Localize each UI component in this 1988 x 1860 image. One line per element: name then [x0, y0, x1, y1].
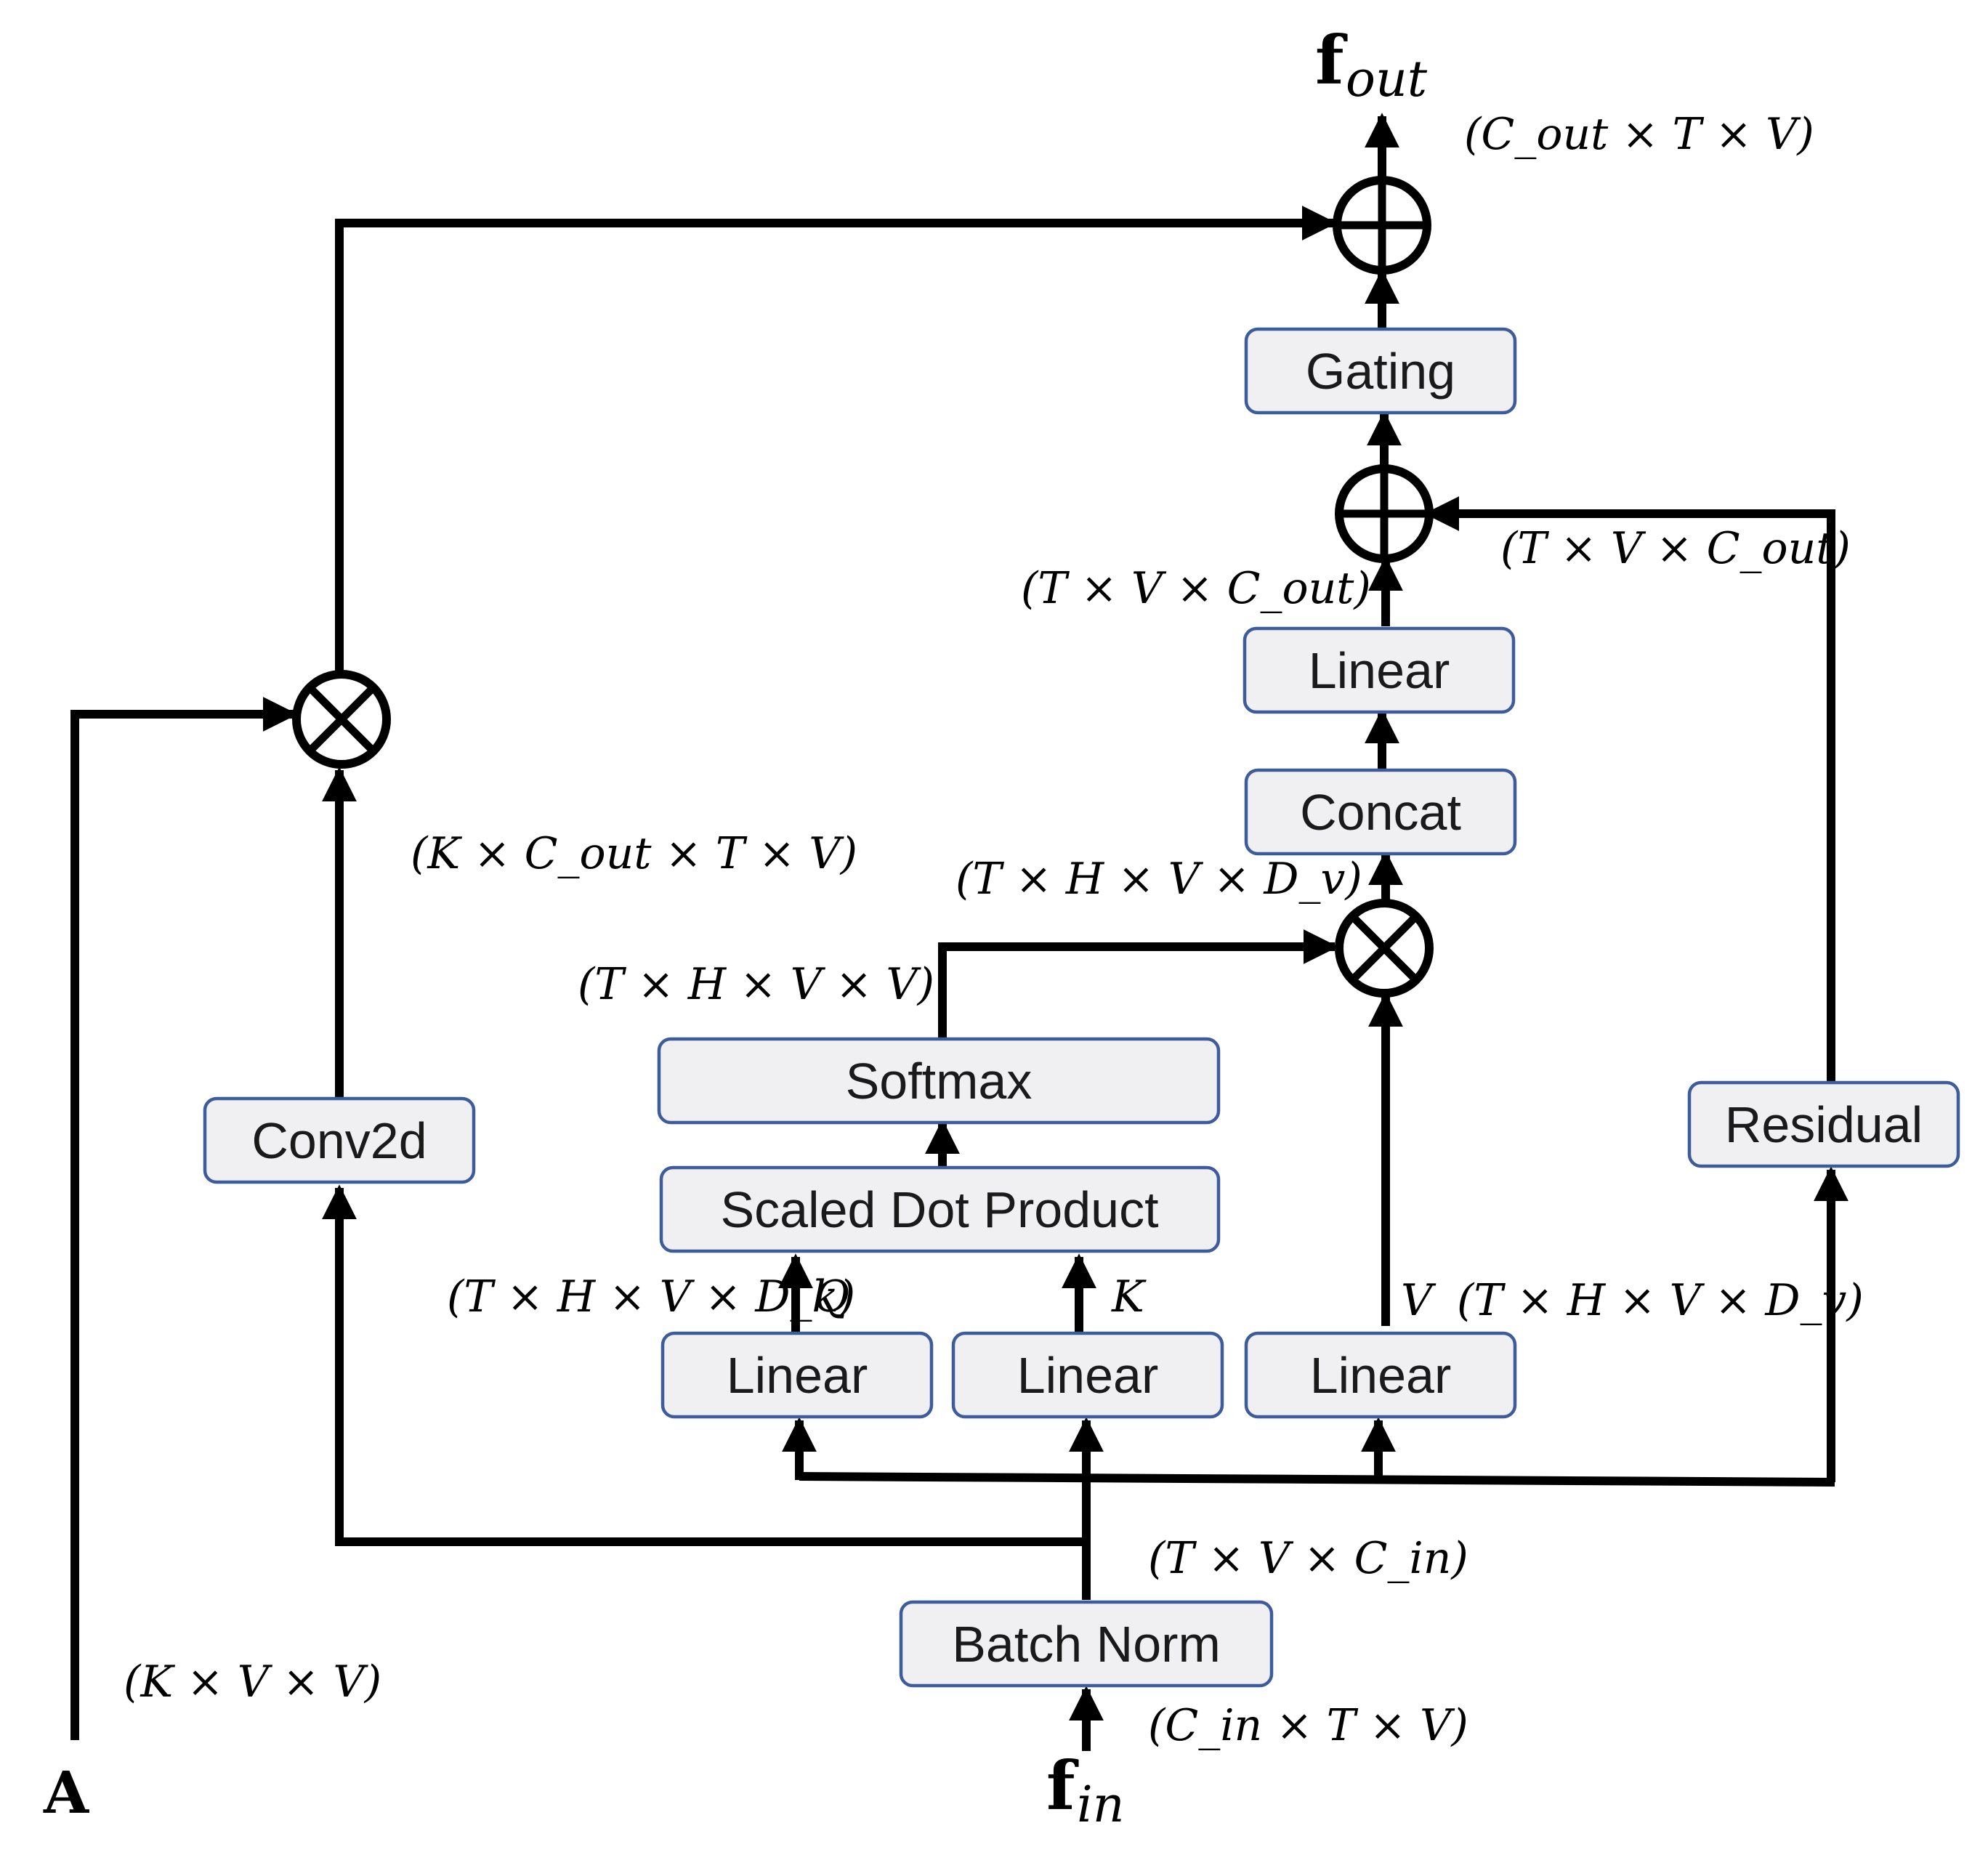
dim-residual: (T × V × C_out) [1500, 523, 1851, 574]
batch-norm-label: Batch Norm [952, 1616, 1221, 1673]
dim-bn-out: (T × V × C_in) [1148, 1533, 1468, 1584]
arrow-trunk-to-conv2d [322, 1184, 1086, 1546]
f-in-base: f [1046, 1747, 1079, 1825]
scaled-dot-product-block: Scaled Dot Product [659, 1165, 1221, 1253]
A-symbol: A [43, 1758, 89, 1827]
arrow-softmax-to-mul [938, 929, 1338, 1039]
dim-linear-out: (T × V × C_out) [1021, 563, 1371, 614]
multiply-operator-graph [292, 670, 391, 769]
dim-in: (C_in × T × V) [1148, 1700, 1468, 1751]
linear-k-label: Linear [1017, 1347, 1159, 1404]
dim-q: (T × H × V × D_k) [447, 1271, 855, 1322]
linear-k-block: Linear [951, 1331, 1224, 1419]
v-label: V [1401, 1275, 1437, 1326]
scaled-dot-product-label: Scaled Dot Product [720, 1181, 1158, 1238]
f-out-symbol: f out [1315, 21, 1428, 108]
arrow-residual-to-add [1424, 496, 1835, 1083]
linear-q-label: Linear [727, 1347, 868, 1404]
gating-block: Gating [1244, 327, 1517, 415]
f-in-sub: in [1077, 1776, 1125, 1834]
linear-out-label: Linear [1309, 642, 1450, 699]
linear-q-block: Linear [660, 1331, 934, 1419]
add-operator-top [1333, 176, 1431, 275]
dim-softmax: (T × H × V × V) [578, 959, 934, 1010]
dim-v: (T × H × V × D_v) [1457, 1275, 1864, 1326]
residual-block: Residual [1687, 1080, 1960, 1168]
softmax-label: Softmax [846, 1053, 1033, 1109]
arrow-A-to-mul [70, 697, 298, 1740]
q-label: Q [814, 1271, 849, 1322]
f-out-sub: out [1346, 51, 1428, 108]
concat-block: Concat [1244, 768, 1517, 856]
annotations: Q K V (C_out × T × V) (T × V × C_out) (T… [124, 109, 1864, 1751]
f-out-base: f [1315, 21, 1348, 100]
batch-norm-block: Batch Norm [899, 1600, 1274, 1688]
conv2d-block: Conv2d [203, 1096, 476, 1184]
linear-v-block: Linear [1244, 1331, 1517, 1419]
connectors [70, 113, 1848, 1751]
dim-A: (K × V × V) [124, 1657, 381, 1707]
line-bus [799, 1472, 1835, 1487]
dim-conv: (K × C_out × T × V) [411, 828, 857, 879]
arrow-mul-to-add-top [335, 206, 1337, 672]
dim-concat-in: (T × H × V × D_v) [955, 854, 1362, 905]
dim-out-top: (C_out × T × V) [1464, 109, 1814, 160]
k-label: K [1111, 1271, 1147, 1322]
add-operator-residual [1335, 464, 1434, 563]
multiply-operator-attention [1335, 899, 1434, 998]
softmax-block: Softmax [657, 1037, 1221, 1125]
residual-label: Residual [1725, 1096, 1923, 1153]
conv2d-label: Conv2d [251, 1112, 427, 1169]
gating-label: Gating [1306, 343, 1455, 400]
concat-label: Concat [1300, 784, 1461, 841]
linear-out-block: Linear [1242, 626, 1516, 714]
linear-v-label: Linear [1310, 1347, 1452, 1404]
f-in-symbol: f in [1046, 1747, 1125, 1834]
